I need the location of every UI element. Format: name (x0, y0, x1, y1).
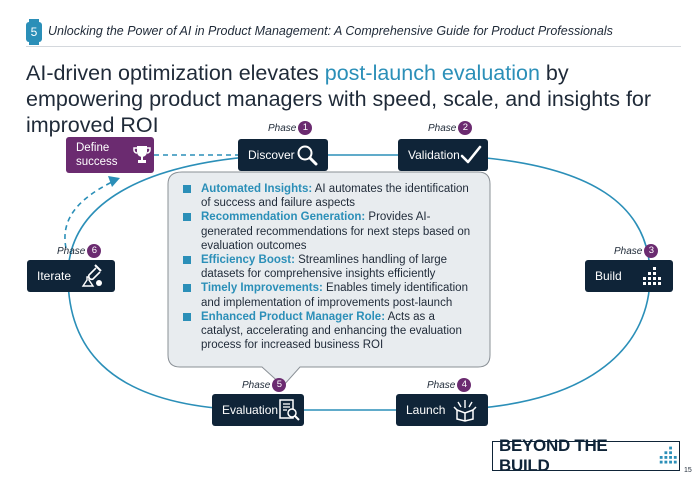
define-success-node: Define success (66, 137, 154, 173)
phase-node-iterate: Iterate (27, 260, 115, 292)
header-title: Unlocking the Power of AI in Product Man… (48, 24, 613, 38)
bullet-square (183, 284, 191, 293)
headline-highlight: post-launch evaluation (324, 61, 540, 85)
bullet-square (183, 185, 191, 193)
trophy-icon (133, 146, 151, 163)
list-item: Timely Improvements: Enables timely iden… (183, 281, 475, 309)
bullet-square (183, 312, 191, 321)
headline-text-post: by empowering product managers with spee… (26, 61, 652, 137)
report-magnifier-icon (279, 399, 300, 421)
discover-label: Discover (248, 148, 295, 162)
iterate-label: Iterate (37, 269, 72, 283)
section-badge: 5 (26, 19, 42, 45)
magnifier-icon (297, 145, 318, 166)
callout-bubble (167, 171, 491, 387)
evaluation-label: Evaluation (222, 403, 279, 417)
headline-text-pre: AI-driven optimization elevates (26, 61, 325, 85)
define-label-line1: Define (76, 142, 110, 154)
list-item: Automated Insights: AI automates the ide… (183, 182, 475, 210)
page-number: 15 (684, 467, 692, 474)
list-item: Efficiency Boost: Streamlines handling o… (183, 253, 475, 281)
lab-flask-icon (81, 264, 102, 287)
headline: AI-driven optimization elevates post-lau… (26, 60, 686, 138)
launch-label: Launch (406, 403, 446, 417)
bullet-square (183, 213, 191, 222)
list-item: Enhanced Product Manager Role: Acts as a… (183, 310, 475, 353)
validation-label: Validation (408, 148, 460, 162)
header-divider (26, 46, 681, 47)
checkmark-icon (460, 145, 482, 164)
open-box-icon (453, 400, 477, 422)
phase-node-build: Build (585, 260, 673, 292)
phase-node-evaluation: Evaluation (212, 394, 304, 426)
bullet-square (183, 256, 191, 265)
logo-text: BEYOND THE BUILD (499, 436, 608, 475)
arrow-head (108, 176, 120, 187)
pixel-blocks-icon (660, 446, 678, 464)
phase-node-launch: Launch (396, 394, 488, 426)
list-item: Recommendation Generation: Provides AI-g… (183, 210, 475, 253)
build-label: Build (595, 269, 622, 283)
define-label-line2: success (76, 156, 118, 168)
pixel-blocks-icon (643, 267, 661, 285)
iterate-to-define-dashed-arrow (64, 181, 113, 249)
phase-node-discover: Discover (238, 139, 328, 171)
phase-node-validation: Validation (398, 139, 488, 171)
beyond-the-build-logo: BEYOND THE BUILD (492, 436, 680, 475)
callout-benefits-list: Automated Insights: AI automates the ide… (183, 182, 475, 352)
